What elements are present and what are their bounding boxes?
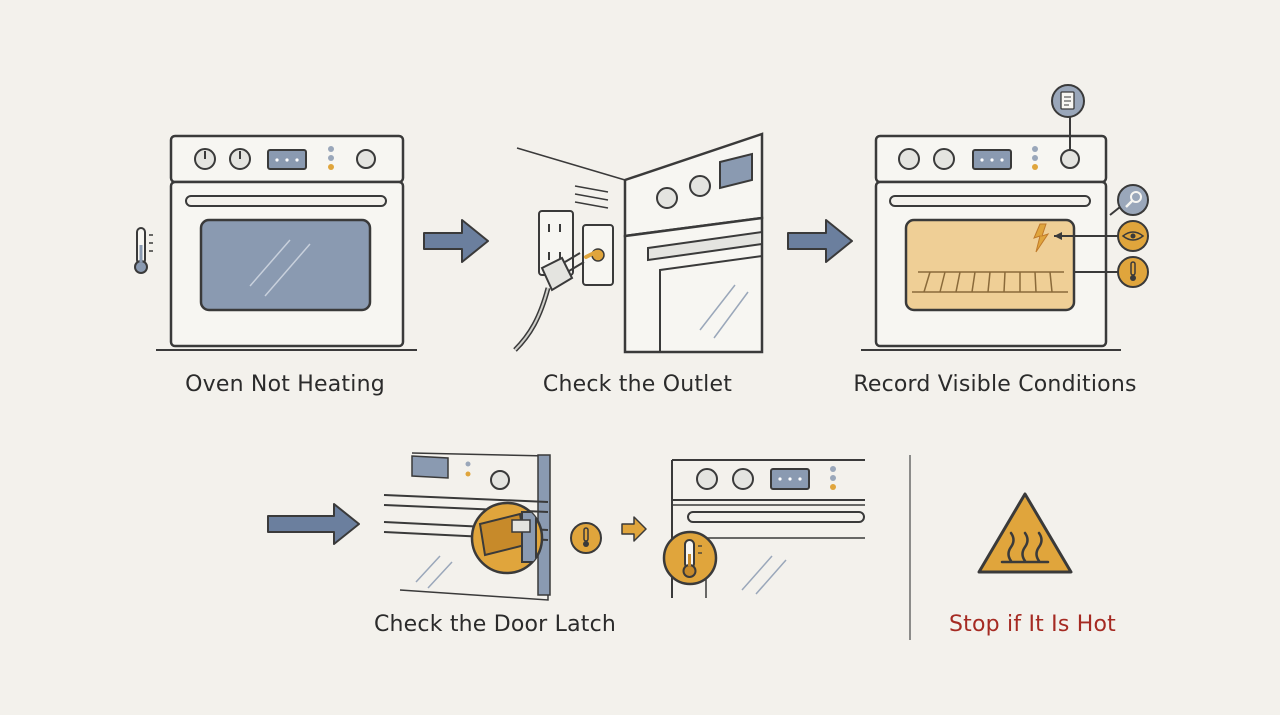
oven-step-4 — [383, 452, 647, 601]
oven-knob — [732, 468, 754, 490]
hot-surface-warning-icon — [977, 492, 1073, 574]
oven-knob — [696, 468, 718, 490]
door-latch-magnifier — [470, 501, 544, 575]
heating-element-glow — [1033, 223, 1050, 253]
thermometer-icon — [662, 530, 718, 586]
oven-knob — [689, 175, 711, 197]
oven-knob — [490, 470, 510, 490]
thermometer-icon — [134, 227, 153, 274]
step-label-oven-not-heating: Oven Not Heating — [185, 372, 385, 397]
thermometer-icon — [570, 522, 602, 554]
oven-knob — [898, 148, 920, 170]
door-handle — [185, 195, 387, 207]
oven-knob — [229, 148, 251, 170]
step-label-stop-if-hot: Stop if It Is Hot — [949, 612, 1116, 637]
oven-step-2 — [513, 132, 764, 354]
power-plug-icon — [513, 250, 598, 352]
arrow-right-icon — [267, 503, 360, 545]
oven-knob — [1060, 149, 1080, 169]
magnifier-icon — [1117, 184, 1149, 216]
oven-step-1 — [134, 134, 417, 351]
step-label-check-door-latch: Check the Door Latch — [373, 612, 617, 637]
door-handle — [889, 195, 1091, 207]
wall-outlet — [582, 224, 614, 286]
oven-knob — [933, 148, 955, 170]
oven-knob — [194, 148, 216, 170]
step-label-check-outlet: Check the Outlet — [542, 372, 733, 397]
document-icon — [1051, 84, 1085, 118]
step-label-record-conditions: Record Visible Conditions — [853, 372, 1137, 397]
eye-icon — [1117, 220, 1149, 252]
oven-rack — [912, 271, 1068, 293]
oven-display — [719, 152, 753, 190]
thermometer-icon — [1117, 256, 1149, 288]
arrow-right-icon — [621, 516, 647, 542]
oven-step-3 — [861, 84, 1149, 351]
oven-window — [199, 218, 372, 312]
door-handle — [647, 230, 763, 262]
arrow-right-icon — [423, 219, 489, 263]
oven-step-4b — [662, 459, 865, 598]
oven-window-lit — [904, 218, 1076, 312]
arrow-right-icon — [787, 219, 853, 263]
oven-knob — [356, 149, 376, 169]
oven-knob — [656, 187, 678, 209]
door-handle — [687, 511, 865, 523]
